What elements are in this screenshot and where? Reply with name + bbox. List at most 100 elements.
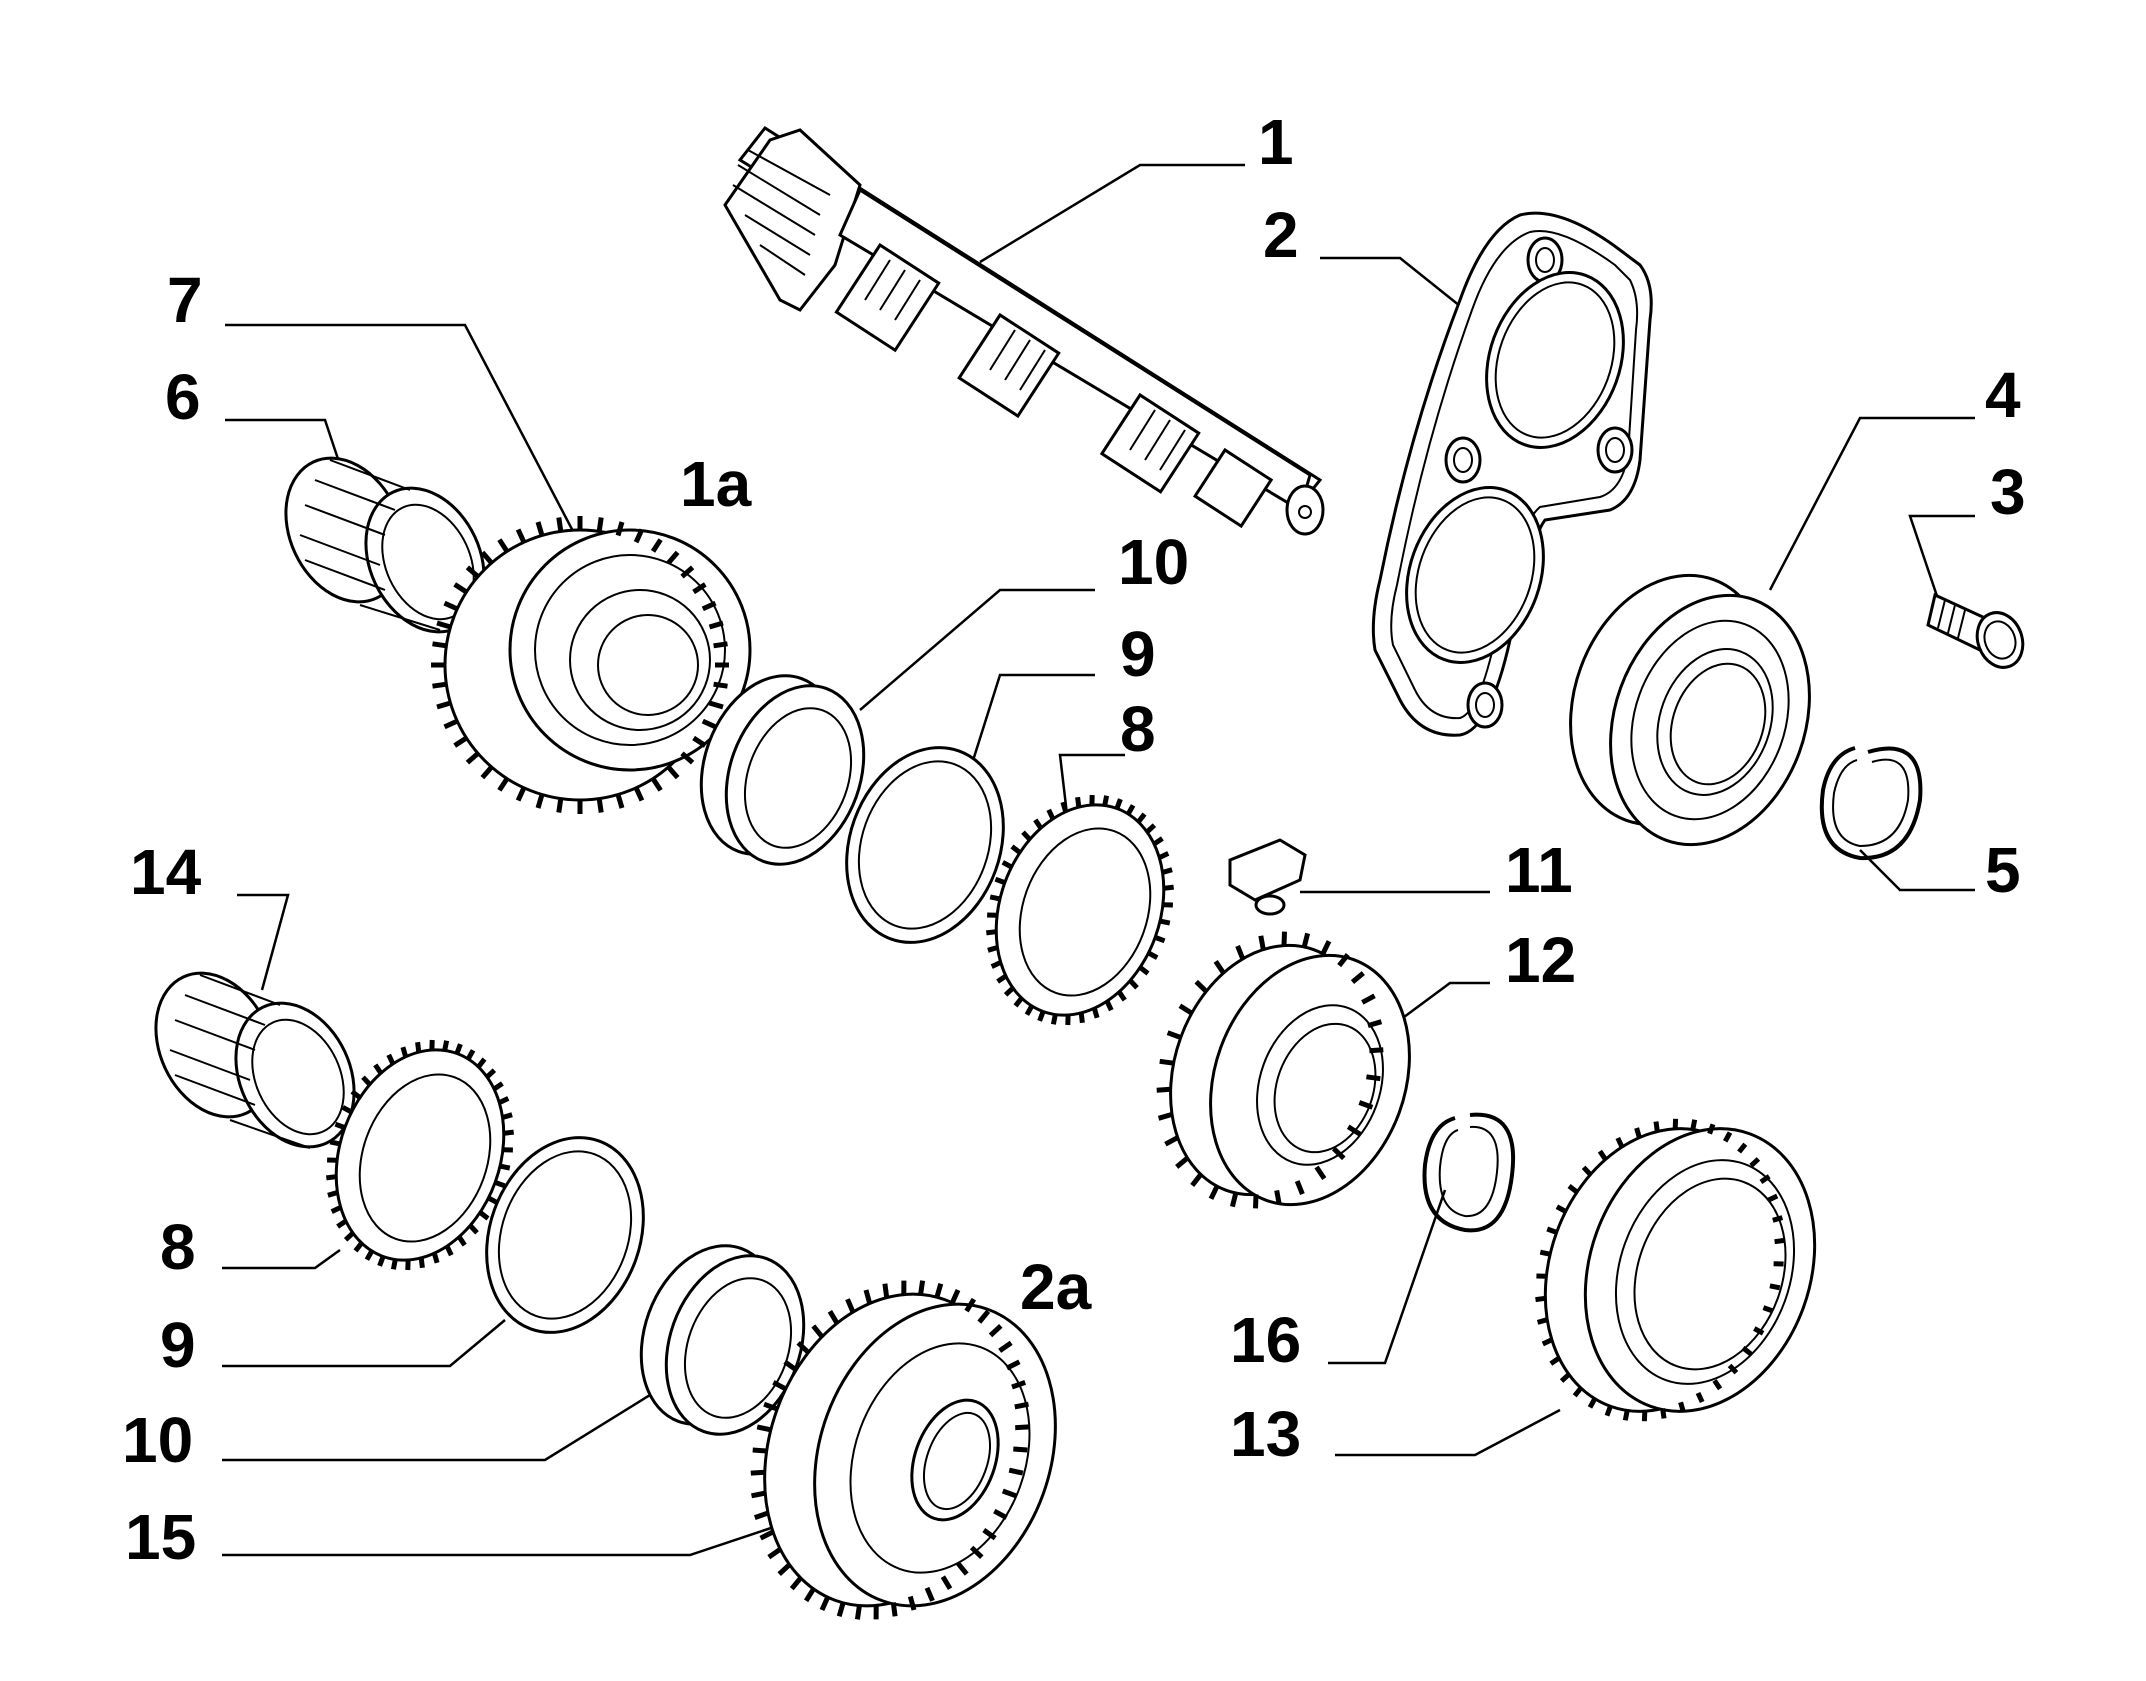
gear-tooth <box>822 1597 828 1610</box>
synchro-hub-part <box>1137 917 1443 1233</box>
gear-tooth <box>1160 1061 1174 1063</box>
gear-tooth <box>1138 814 1144 822</box>
gear-tooth <box>1256 1194 1257 1208</box>
gear-tooth <box>538 795 542 809</box>
gear-tooth <box>599 799 601 813</box>
gear-tooth <box>346 1233 353 1240</box>
gear-tooth <box>1681 1402 1684 1412</box>
callout-9-bottom: 9 <box>160 1313 196 1377</box>
gear-tooth <box>1323 941 1329 954</box>
gear-tooth <box>389 1055 393 1064</box>
gear-tooth <box>952 1290 958 1303</box>
callout-2: 2 <box>1263 203 1299 267</box>
gear-tooth <box>437 703 451 707</box>
gear-tooth <box>494 1083 502 1089</box>
gear-tooth <box>487 1070 494 1077</box>
gear-tooth <box>499 540 507 552</box>
gear-tooth <box>538 522 542 536</box>
gear-tooth <box>921 1281 923 1295</box>
gear-tooth <box>636 788 642 801</box>
gear-tooth <box>1154 838 1162 844</box>
gear-tooth <box>755 1513 768 1518</box>
gear-tooth <box>1569 1186 1577 1192</box>
gear-tooth <box>714 644 728 646</box>
gear-tooth <box>1584 1167 1591 1174</box>
gear-tooth <box>1557 1207 1566 1212</box>
gear-tooth <box>618 795 622 809</box>
gear-tooth <box>1773 1218 1783 1221</box>
gear-tooth <box>1035 820 1041 828</box>
gear-tooth <box>1157 1089 1171 1090</box>
gear-tooth <box>1618 1138 1622 1147</box>
callout-2a: 2a <box>1020 1255 1091 1319</box>
gear-tooth <box>1637 1128 1640 1138</box>
leader-13 <box>1335 1410 1560 1455</box>
leader-1 <box>980 165 1245 262</box>
gear-tooth <box>518 530 524 543</box>
gear-tooth <box>1369 1050 1383 1051</box>
gear-tooth <box>403 1047 406 1057</box>
callout-12: 12 <box>1505 928 1576 992</box>
gear-tooth <box>1590 1399 1595 1408</box>
gear-tooth <box>433 684 447 686</box>
gear-tooth <box>757 1427 771 1430</box>
gear-tooth <box>1159 853 1168 857</box>
gear-tooth <box>1551 1358 1559 1364</box>
gear-tooth <box>559 518 561 532</box>
callout-4: 4 <box>1985 363 2021 427</box>
gear-tooth <box>1117 799 1121 808</box>
gear-tooth <box>1180 1006 1192 1013</box>
gear-tooth <box>937 1284 941 1298</box>
gear-tooth <box>421 1258 422 1268</box>
gear-tooth <box>866 1290 870 1304</box>
gear-tooth <box>893 1602 895 1616</box>
gear-tooth <box>1013 1449 1027 1450</box>
gear-tooth <box>356 1243 362 1251</box>
leader-12 <box>1400 983 1490 1020</box>
gear-tooth <box>433 644 447 646</box>
callout-8-top: 8 <box>1120 697 1156 761</box>
gear-tooth <box>1078 797 1079 807</box>
gear-tooth <box>806 1589 813 1601</box>
gear-tooth <box>470 1226 477 1233</box>
gear-tooth <box>1006 988 1013 995</box>
gear-tooth <box>445 721 458 727</box>
gear-tooth <box>1015 1427 1029 1428</box>
gear-tooth <box>1053 1015 1055 1025</box>
gear-tooth <box>1140 967 1148 973</box>
gear-tooth <box>335 1124 344 1127</box>
gear-tooth <box>990 897 1000 899</box>
leader-10-top <box>860 590 1095 710</box>
gear-tooth <box>1600 1151 1606 1159</box>
gear-tooth <box>668 767 677 778</box>
gear-tooth <box>986 932 996 933</box>
callout-10-bottom: 10 <box>122 1408 193 1472</box>
gear-tooth <box>1562 1374 1569 1381</box>
callout-15: 15 <box>125 1505 196 1569</box>
gear-tooth <box>1547 1229 1556 1232</box>
gear-tooth <box>499 1098 508 1102</box>
shift-key-part <box>1230 840 1305 914</box>
leader-10-bottom <box>222 1395 650 1460</box>
callout-9-top: 9 <box>1120 622 1156 686</box>
gear-tooth <box>839 1603 843 1617</box>
gear-tooth <box>1177 1158 1188 1167</box>
gear-tooth <box>1763 1308 1772 1311</box>
gear-tooth <box>1238 946 1243 959</box>
gear-tooth <box>1232 1193 1235 1207</box>
gear-tooth <box>1081 1013 1082 1023</box>
gear-tooth <box>1538 1320 1548 1323</box>
gear-tooth <box>1656 1122 1657 1132</box>
gear-tooth <box>330 1142 340 1144</box>
gear-tooth <box>1049 810 1053 819</box>
gear-tooth <box>457 1044 461 1053</box>
gear-tooth <box>1063 802 1066 812</box>
gear-tooth <box>1015 1404 1029 1407</box>
gear-tooth <box>1693 1120 1695 1130</box>
gear-tooth <box>499 779 507 791</box>
callout-5: 5 <box>1985 838 2021 902</box>
gear-tooth <box>1163 870 1173 873</box>
callout-7: 7 <box>167 268 203 332</box>
gear-tooth <box>714 684 728 686</box>
